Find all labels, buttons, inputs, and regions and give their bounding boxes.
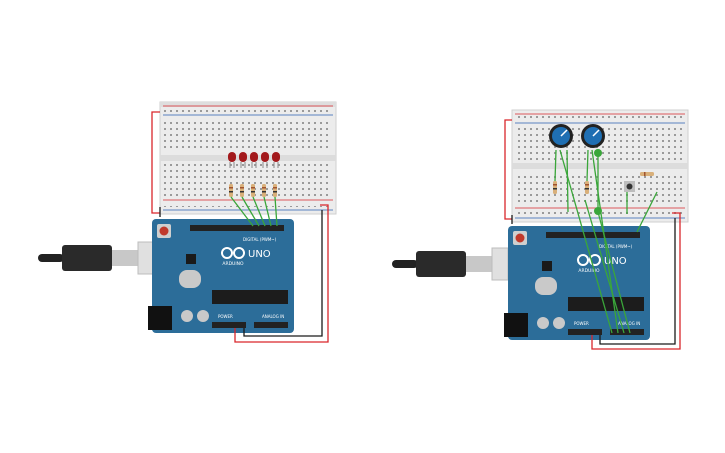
- led-icon[interactable]: [250, 152, 258, 168]
- right-wires: [504, 119, 681, 350]
- left-circuit: UNO ARDUINO DIGITAL (PWM~) POWER ANALOG …: [38, 101, 337, 343]
- resistor-icon[interactable]: [251, 184, 255, 197]
- board-brand: ARDUINO: [578, 268, 600, 274]
- left-wires: [151, 111, 329, 343]
- arduino-logo-icon: [577, 254, 601, 266]
- led-icon[interactable]: [239, 152, 247, 168]
- power-label: POWER: [574, 321, 589, 326]
- board-brand: ARDUINO: [222, 261, 244, 267]
- resistor-icon[interactable]: [585, 181, 589, 194]
- resistor-row: [229, 184, 277, 197]
- left-arduino-board[interactable]: UNO ARDUINO DIGITAL (PWM~) POWER ANALOG …: [148, 219, 294, 333]
- led-row: [228, 152, 280, 168]
- usb-cable-icon[interactable]: [38, 241, 155, 275]
- digital-label: DIGITAL (PWM~): [599, 244, 633, 249]
- pushbutton-icon[interactable]: [624, 181, 635, 192]
- power-jack-icon: [148, 306, 172, 330]
- resistor-icon[interactable]: [640, 172, 654, 176]
- resistor-icon[interactable]: [553, 181, 557, 194]
- led-icon[interactable]: [228, 152, 236, 168]
- analog-label: ANALOG IN: [262, 314, 284, 319]
- right-arduino-board[interactable]: UNO ARDUINO DIGITAL (PWM~) POWER ANALOG …: [504, 226, 650, 340]
- digital-label: DIGITAL (PWM~): [243, 237, 277, 242]
- led-icon[interactable]: [261, 152, 269, 168]
- usb-cable-icon[interactable]: [392, 247, 509, 281]
- arduino-logo-icon: [221, 247, 245, 259]
- led-icon[interactable]: [272, 152, 280, 168]
- board-model: UNO: [248, 249, 271, 260]
- resistor-icon[interactable]: [273, 184, 277, 197]
- potentiometer-icon[interactable]: [549, 124, 573, 148]
- board-model: UNO: [604, 256, 627, 267]
- analog-label: ANALOG IN: [618, 321, 640, 326]
- resistor-icon[interactable]: [262, 184, 266, 197]
- resistor-icon[interactable]: [229, 184, 233, 197]
- power-label: POWER: [218, 314, 233, 319]
- potentiometer-icon[interactable]: [581, 124, 605, 148]
- resistor-icon[interactable]: [240, 184, 244, 197]
- right-circuit: UNO ARDUINO DIGITAL (PWM~) POWER ANALOG …: [392, 109, 689, 350]
- left-breadboard[interactable]: [159, 101, 337, 215]
- power-jack-icon: [504, 313, 528, 337]
